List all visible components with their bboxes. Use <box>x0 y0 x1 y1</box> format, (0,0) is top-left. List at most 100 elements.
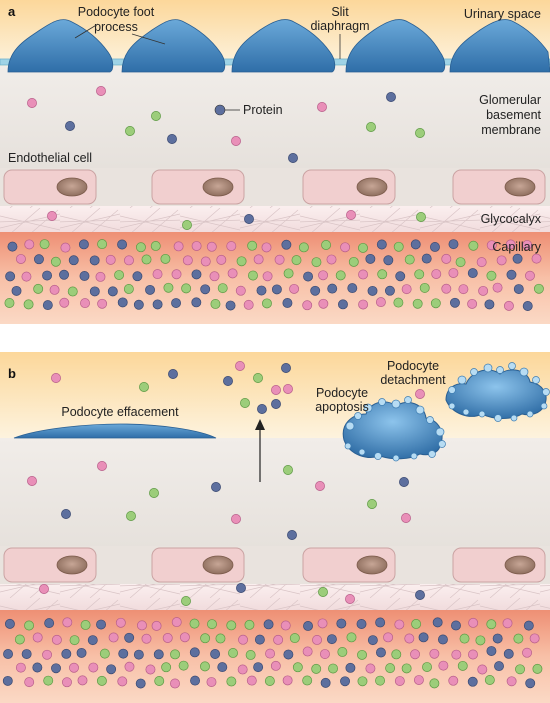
protein-dot <box>512 253 523 264</box>
gbm-proteins <box>27 361 425 606</box>
protein-dot <box>133 299 144 310</box>
protein-dot <box>451 649 462 660</box>
podocyte-foot-process <box>231 19 336 73</box>
protein-dot <box>346 210 356 220</box>
protein-dot <box>532 663 543 674</box>
protein-dot <box>49 284 60 295</box>
protein-dot <box>253 373 263 383</box>
protein-dot <box>375 675 386 686</box>
protein-dot <box>494 661 504 672</box>
protein-dot <box>413 675 424 685</box>
protein-dot <box>416 212 426 222</box>
protein-dot <box>217 662 228 673</box>
protein-dot <box>171 269 182 280</box>
protein-dot <box>171 298 182 308</box>
protein-dot <box>340 242 351 253</box>
protein-dot <box>226 676 237 687</box>
protein-dot <box>132 271 143 282</box>
protein-dot <box>217 283 228 294</box>
protein-dot <box>77 675 88 686</box>
protein-dot <box>238 634 248 645</box>
protein-dot <box>42 649 52 660</box>
protein-dot <box>348 256 359 267</box>
protein-dot <box>414 269 425 280</box>
protein-dot <box>271 284 282 295</box>
podocyte-detachment-label-2: detachment <box>380 373 446 387</box>
protein-dot <box>340 676 350 687</box>
protein-dot <box>96 619 106 630</box>
protein-dot <box>68 255 79 266</box>
protein-dot <box>401 513 411 523</box>
protein-dot <box>117 297 128 308</box>
protein-dot <box>288 153 298 163</box>
protein-dot <box>486 240 497 251</box>
protein-dot <box>141 633 152 644</box>
blebbing-bubble <box>462 408 470 416</box>
protein-dot <box>283 268 294 279</box>
protein-dot <box>59 269 69 280</box>
protein-dot <box>162 633 173 643</box>
blebbing-bubble <box>540 402 548 410</box>
podocyte-apoptosis-label-2: apoptosis <box>315 400 369 414</box>
protein-dot <box>432 617 443 628</box>
blebbing-bubble <box>519 367 529 377</box>
protein-dot <box>523 620 534 631</box>
apoptotic-podocyte <box>342 396 446 462</box>
protein-dot <box>320 677 331 688</box>
protein-dot <box>282 298 293 308</box>
blebbing-bubble <box>344 442 352 450</box>
glycocalyx-fibers <box>0 584 550 610</box>
protein-dot <box>358 269 369 280</box>
protein-dot <box>231 514 241 524</box>
podocyte-foot-process <box>345 19 446 73</box>
protein-dot <box>394 676 405 686</box>
nucleus <box>356 555 388 575</box>
protein-dot <box>377 269 388 280</box>
protein-dot <box>200 661 210 672</box>
panel-a: a Podocyte foot process Slit diaphragm U… <box>0 0 550 324</box>
protein-dot <box>486 646 497 656</box>
protein-dot <box>327 283 338 294</box>
blebbing-bubble <box>483 363 493 373</box>
blebbing-bubble <box>478 410 486 418</box>
protein-dot <box>123 284 134 294</box>
protein-dot <box>87 635 98 646</box>
podocyte-foot-process <box>121 19 226 73</box>
protein-dot <box>33 283 44 294</box>
urinary-space-label: Urinary space <box>464 7 541 21</box>
protein-dot <box>160 253 171 264</box>
protein-dot <box>506 269 517 280</box>
protein-dot <box>522 647 532 658</box>
protein-dot <box>223 376 233 386</box>
protein-dot <box>386 92 396 102</box>
protein-dot <box>319 649 330 660</box>
protein-dot <box>459 633 470 644</box>
protein-dot <box>181 283 192 294</box>
protein-dot <box>281 363 291 373</box>
protein-dot <box>262 271 273 282</box>
protein-dot <box>228 648 238 658</box>
protein-dot <box>357 676 368 687</box>
blebbing-bubble <box>426 416 434 424</box>
protein-dot <box>118 648 129 659</box>
protein-legend-dot <box>214 104 226 116</box>
protein-dot <box>42 270 53 281</box>
protein-dot <box>145 284 155 295</box>
protein-dot <box>24 677 35 688</box>
protein-dot <box>366 122 376 132</box>
protein-dot <box>328 663 338 674</box>
protein-dot <box>280 620 291 631</box>
leader-line <box>74 23 99 39</box>
protein-dot <box>80 620 91 630</box>
protein-dot <box>486 619 497 630</box>
protein-dot <box>4 618 15 629</box>
protein-dot <box>478 285 489 296</box>
podocyte-apoptosis-label-1: Podocyte <box>316 386 368 400</box>
protein-dot <box>326 634 337 645</box>
protein-dot <box>24 239 35 250</box>
protein-dot <box>401 284 412 295</box>
protein-dot <box>291 255 302 266</box>
protein-dot <box>51 634 62 645</box>
protein-dot <box>383 632 394 643</box>
protein-dot <box>431 269 442 279</box>
